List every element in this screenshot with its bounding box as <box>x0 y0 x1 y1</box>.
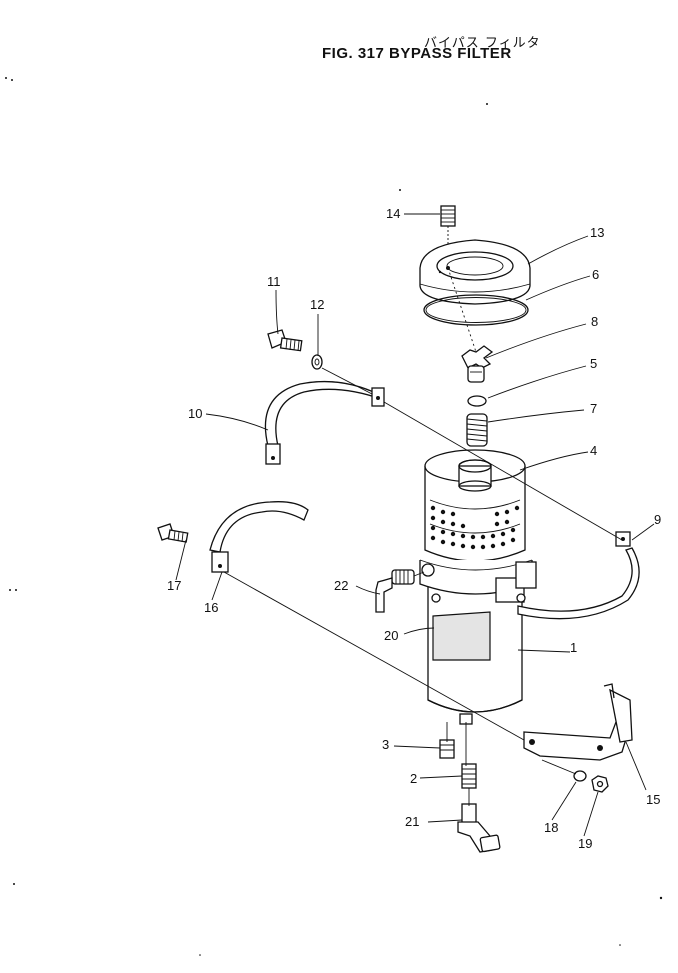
callout-15: 15 <box>646 792 660 807</box>
callout-21: 21 <box>405 814 419 829</box>
part-20-nameplate <box>432 611 491 661</box>
callout-6: 6 <box>592 267 599 282</box>
part-4-element <box>424 449 526 562</box>
part-12-washer <box>311 354 323 370</box>
part-6-oring <box>423 294 529 326</box>
callout-20: 20 <box>384 628 398 643</box>
callout-14: 14 <box>386 206 400 221</box>
callout-19: 19 <box>578 836 592 851</box>
part-2-nipple <box>461 763 477 789</box>
callout-9: 9 <box>654 512 661 527</box>
callout-1: 1 <box>570 640 577 655</box>
callout-2: 2 <box>410 771 417 786</box>
part-17-bolt <box>157 523 189 543</box>
part-16-band <box>209 501 309 573</box>
part-5-small-oring <box>467 395 487 407</box>
callout-17: 17 <box>167 578 181 593</box>
figure-title: FIG. 317 BYPASS FILTER <box>322 45 512 62</box>
callout-13: 13 <box>590 225 604 240</box>
part-7-spring <box>466 413 488 447</box>
part-22-elbow <box>375 563 435 613</box>
callout-16: 16 <box>204 600 218 615</box>
part-9-right-band <box>517 531 640 620</box>
callout-8: 8 <box>591 314 598 329</box>
japanese-title: バイパス フィルタ <box>424 36 541 51</box>
callout-12: 12 <box>310 297 324 312</box>
part-15-bracket <box>523 683 633 761</box>
part-18-washer <box>573 770 587 782</box>
part-11-bolt <box>267 329 303 352</box>
part-1-case <box>419 559 537 725</box>
part-14-plug <box>440 205 456 268</box>
part-21-elbow <box>457 803 501 853</box>
leader-lines <box>175 213 655 837</box>
part-10-upper-band <box>264 380 385 465</box>
part-13-cover <box>419 239 531 305</box>
part-3-plug <box>439 739 455 759</box>
part-8-valve <box>461 345 494 383</box>
callout-18: 18 <box>544 820 558 835</box>
assembly-lines <box>223 267 623 806</box>
callout-4: 4 <box>590 443 597 458</box>
callout-7: 7 <box>590 401 597 416</box>
callout-3: 3 <box>382 737 389 752</box>
callout-22: 22 <box>334 578 348 593</box>
callout-10: 10 <box>188 406 202 421</box>
callout-5: 5 <box>590 356 597 371</box>
part-19-nut <box>591 775 609 793</box>
scan-specks <box>5 77 663 956</box>
callout-labels: 1 2 3 4 5 6 7 8 9 10 11 12 13 14 15 16 1… <box>167 206 661 851</box>
callout-11: 11 <box>267 274 281 289</box>
